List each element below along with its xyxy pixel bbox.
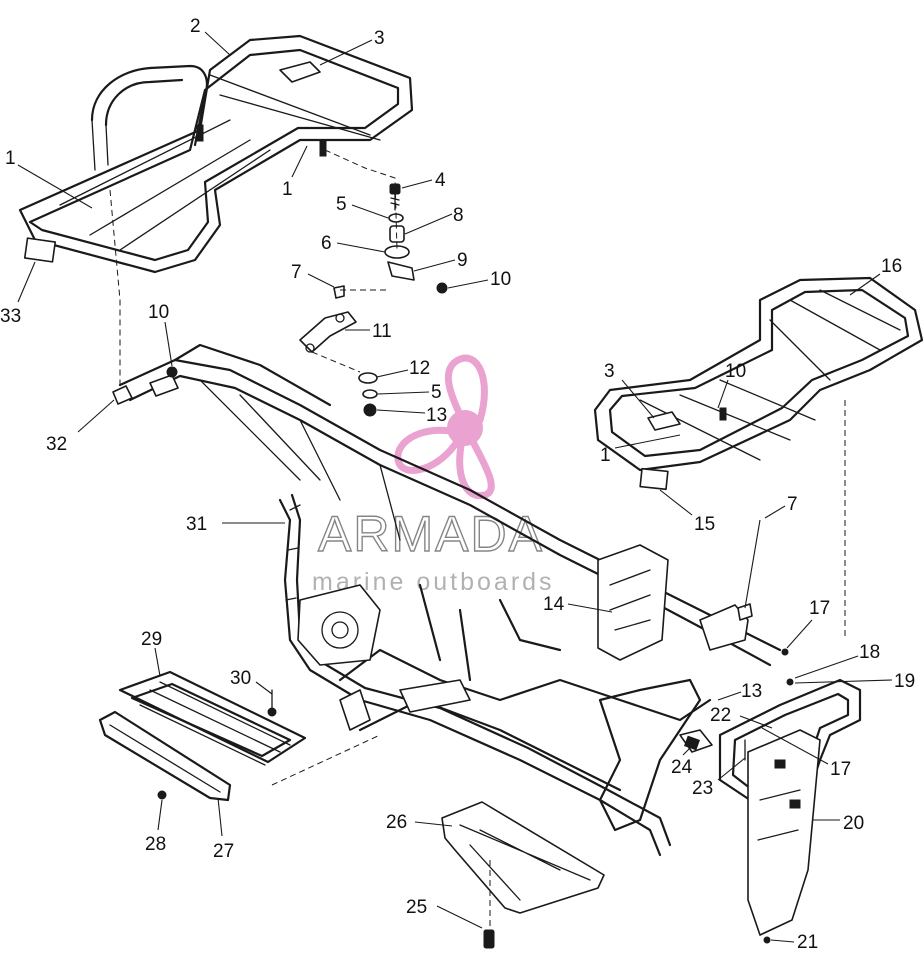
callout-3: 3 (374, 28, 385, 49)
callout-4: 4 (435, 170, 446, 191)
callout-1: 1 (282, 179, 293, 200)
callout-21: 21 (797, 932, 818, 953)
rear-rack (593, 276, 923, 472)
footrest-assembly (98, 670, 307, 802)
callout-15: 15 (694, 514, 715, 535)
skid-plate (441, 801, 605, 949)
callout-8: 8 (453, 205, 464, 226)
callout-18: 18 (859, 642, 880, 663)
main-frame (112, 343, 782, 857)
callout-24: 24 (671, 757, 693, 778)
callout-13: 13 (741, 681, 762, 702)
callout-26: 26 (386, 812, 407, 833)
callout-7: 7 (787, 494, 798, 515)
callout-32: 32 (46, 434, 67, 455)
callout-31: 31 (186, 514, 207, 535)
callout-1: 1 (600, 445, 611, 466)
front-bumper (684, 648, 862, 944)
propeller-icon (394, 354, 495, 500)
callout-22: 22 (710, 705, 731, 726)
callout-28: 28 (145, 834, 166, 855)
front-rack (18, 34, 414, 274)
callout-13: 13 (426, 405, 447, 426)
callout-2: 2 (190, 16, 201, 37)
callout-6: 6 (321, 233, 332, 254)
callout-9: 9 (457, 250, 468, 271)
callout-14: 14 (543, 594, 565, 615)
callout-11: 11 (372, 321, 392, 342)
callout-17: 17 (830, 759, 851, 780)
callout-3: 3 (604, 361, 615, 382)
callout-5: 5 (336, 194, 347, 215)
callout-12: 12 (409, 358, 430, 379)
callout-10: 10 (725, 361, 746, 382)
callout-7: 7 (291, 262, 302, 283)
callout-23: 23 (692, 778, 713, 799)
callout-30: 30 (230, 668, 251, 689)
callout-10: 10 (490, 269, 511, 290)
callout-19: 19 (894, 671, 915, 692)
hardware-stack (333, 183, 448, 299)
assembly-lines (109, 149, 846, 930)
callout-labels: 2 3 1 1 4 5 8 6 9 7 10 33 10 11 16 12 5 (0, 16, 915, 953)
callout-27: 27 (213, 841, 234, 862)
callout-10: 10 (148, 302, 169, 323)
callout-1: 1 (5, 148, 16, 169)
reflector-33 (23, 237, 57, 263)
callout-29: 29 (141, 629, 162, 650)
callout-17: 17 (809, 598, 830, 619)
callout-5: 5 (431, 382, 442, 403)
callout-20: 20 (843, 813, 864, 834)
watermark-brand: ARMADA (318, 506, 544, 562)
callout-16: 16 (881, 256, 902, 277)
bracket-hardware (299, 311, 378, 417)
reflector-15 (639, 467, 669, 491)
callout-33: 33 (0, 306, 21, 327)
callout-25: 25 (406, 897, 427, 918)
